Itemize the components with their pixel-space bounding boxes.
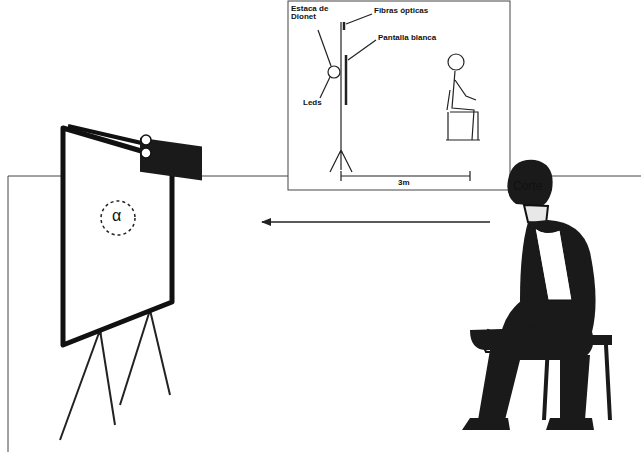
screen-stand <box>60 126 202 440</box>
part-label: Pantalla blanca <box>378 34 436 42</box>
seated-person <box>462 160 612 430</box>
view-arrow <box>262 221 490 223</box>
part-label: Estaca de Dionet <box>291 5 335 22</box>
dimension-label: 3m <box>398 179 410 187</box>
section-label: Corte <box>513 180 542 193</box>
frame <box>8 1 641 452</box>
inset-setup <box>318 14 480 181</box>
part-label: Fibras ópticas <box>374 7 428 15</box>
angle-symbol: α <box>112 208 121 225</box>
part-label: Leds <box>303 99 322 107</box>
